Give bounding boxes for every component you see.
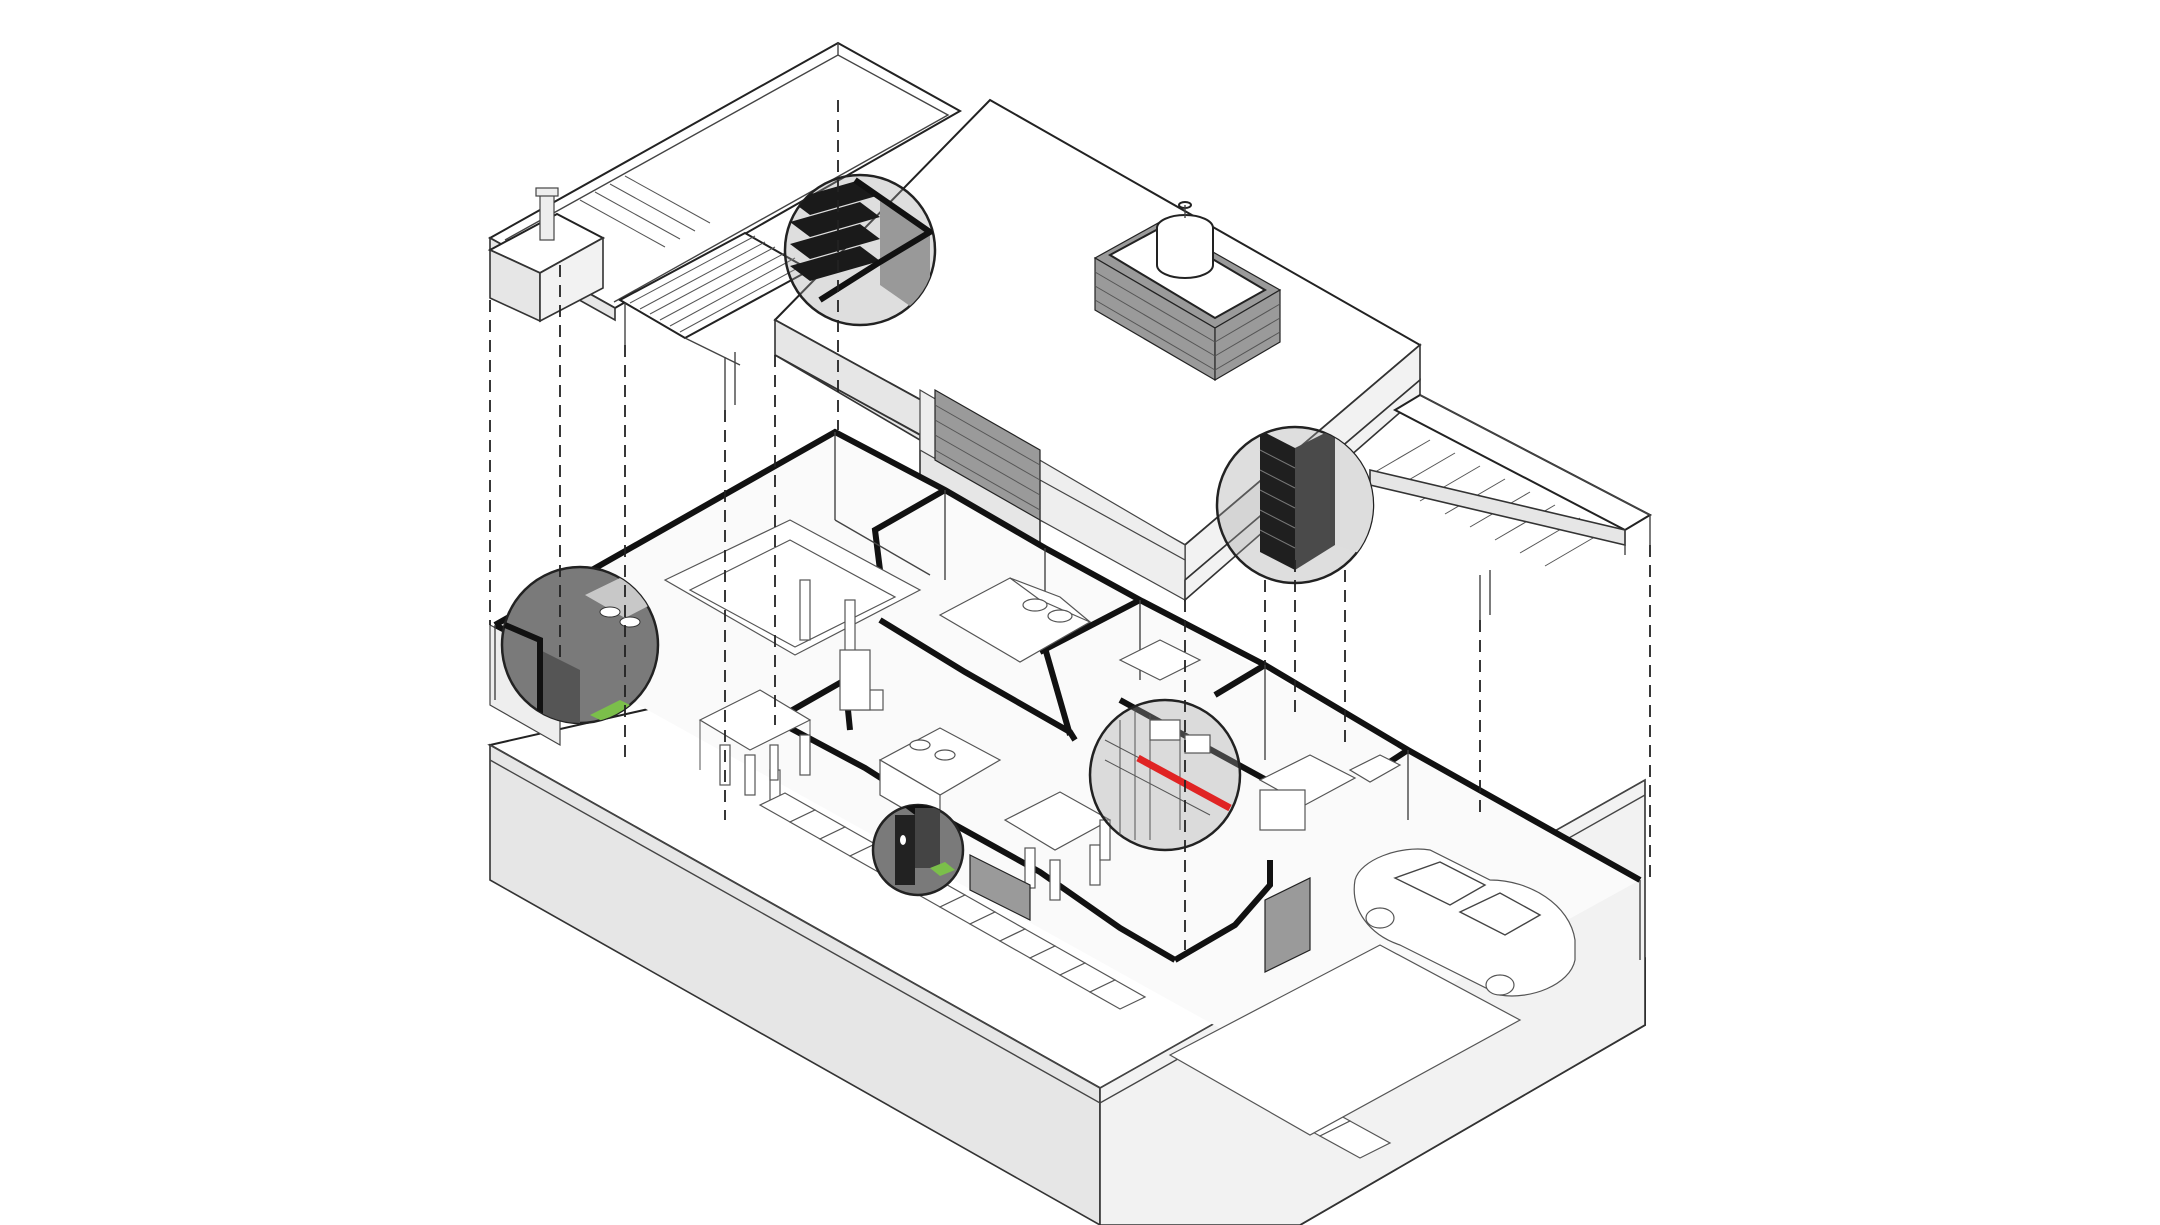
water-tank [1093, 201, 1282, 382]
driveway-slab [1168, 944, 1522, 1136]
front-brick-coursing [934, 404, 1041, 511]
rear-wall-lattice-detail [783, 173, 937, 327]
pergola-right [1369, 393, 1653, 620]
bathroom-fixtures [1118, 639, 1402, 831]
entry-brick-screen [969, 854, 1311, 973]
terrace-chimney-box [487, 187, 606, 323]
living-sofa [663, 519, 922, 656]
entry-niche-detail [871, 803, 965, 897]
kitchen-corner-detail [500, 565, 660, 725]
parked-car [1353, 848, 1576, 997]
bedroom-bed [938, 577, 1092, 663]
terrace-parapet [504, 54, 950, 303]
explosion-guide-lines [489, 100, 1651, 950]
plan-columns [769, 579, 884, 781]
upper-roof-terrace-layer [487, 41, 963, 323]
exterior-walls [493, 428, 1642, 883]
front-brick-panel [934, 388, 1041, 522]
brick-screen-detail [1215, 425, 1375, 585]
bathroom-plumbing-detail [1088, 698, 1242, 852]
terrace-slats [579, 175, 711, 248]
dining-table-right [1003, 791, 1112, 901]
dining-table-left [698, 689, 812, 811]
